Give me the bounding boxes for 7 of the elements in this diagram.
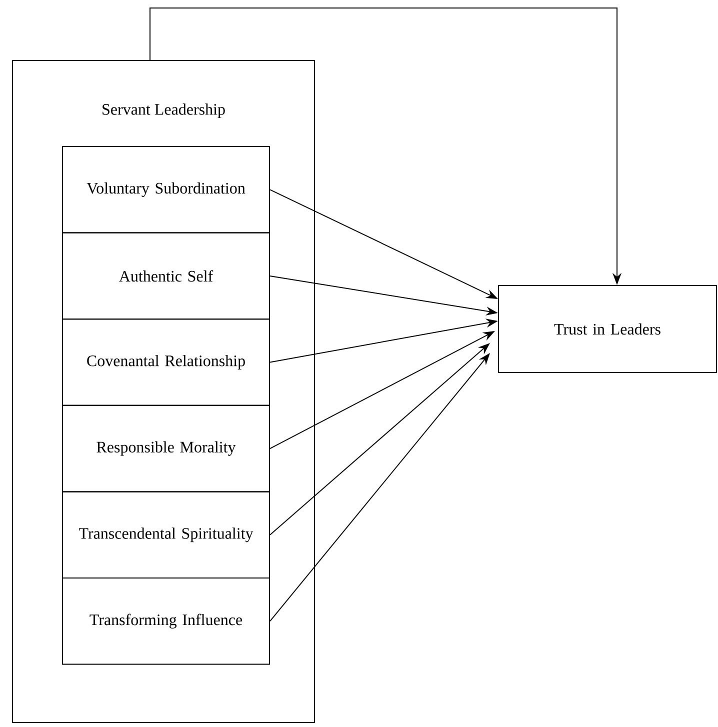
process-box: Trust in Leaders [498,285,717,373]
process-box: Covenantal Relationship [62,318,270,406]
process-box: Transforming Influence [62,578,270,665]
process-box: Responsible Morality [62,404,270,492]
process-box: Voluntary Subordination [62,146,270,234]
process-box: Authentic Self [62,232,270,320]
process-box: Transcendental Spirituality [62,491,270,578]
